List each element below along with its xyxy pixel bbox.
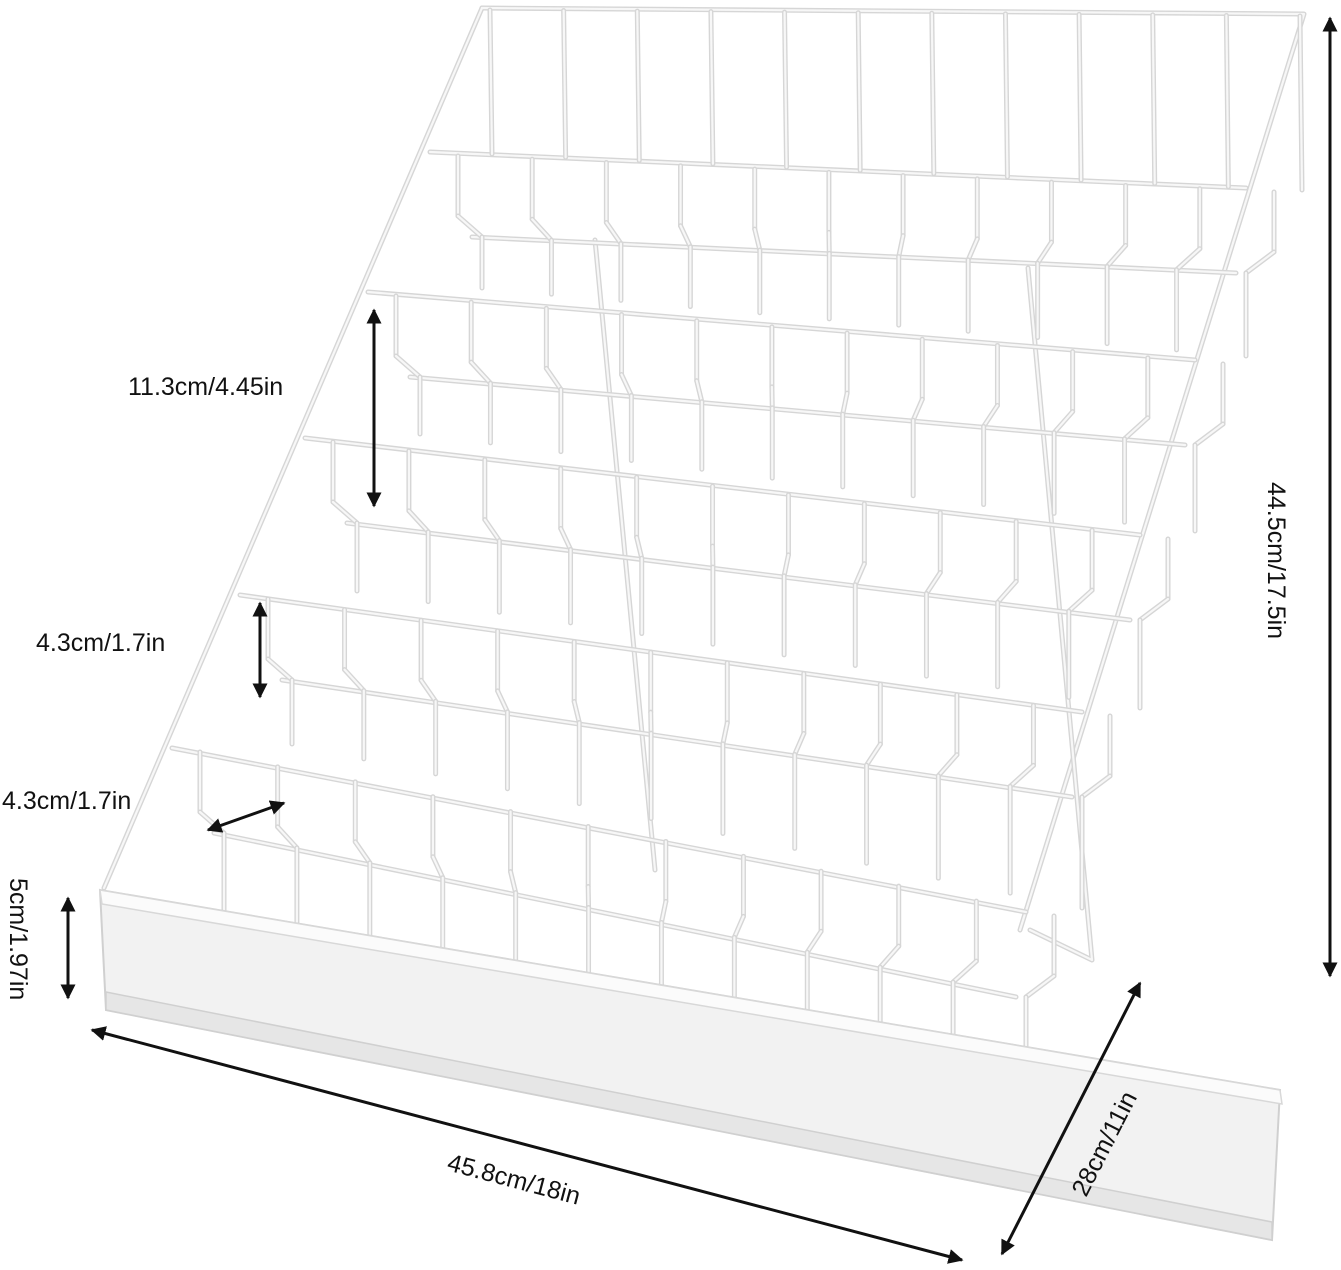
tier-divider-base xyxy=(1052,410,1074,434)
tier-divider-base xyxy=(865,742,882,767)
rack-tiers xyxy=(169,7,1305,1120)
tier-rail xyxy=(366,290,1197,362)
tier-rail xyxy=(303,436,1142,537)
tier-spacing-label: 11.3cm/4.45in xyxy=(128,373,283,401)
tier-rail xyxy=(238,593,1084,714)
tier-rail xyxy=(170,746,1028,914)
lip-height-label: 5cm/1.97in xyxy=(4,878,32,1000)
tier-divider-base xyxy=(331,500,359,525)
tier-divider-base xyxy=(470,361,492,385)
tier-divider-base xyxy=(660,900,667,924)
tier-divider-base xyxy=(1080,774,1112,799)
width-arrow xyxy=(90,1026,964,1264)
tier-divider-base xyxy=(545,367,563,391)
back-frame xyxy=(101,5,1307,933)
tier-divider-base xyxy=(456,214,484,239)
tier-divider-base xyxy=(354,840,371,864)
tier-divider-base xyxy=(854,562,866,586)
tier-divider-base xyxy=(343,668,365,692)
lip-height-dimension: 5cm/1.97in xyxy=(4,878,76,1000)
tier-divider-base xyxy=(431,855,444,879)
top-vertical xyxy=(488,8,494,156)
pocket-depth-arrow xyxy=(206,800,286,833)
top-vertical xyxy=(857,11,862,172)
tier-rail xyxy=(428,150,1248,190)
tier-divider-base xyxy=(1009,764,1035,788)
tier-divider-base xyxy=(407,509,430,533)
tier-spacing-dimension: 11.3cm/4.45in xyxy=(128,308,382,508)
tier-divider-base xyxy=(733,915,745,939)
tier-divider-base xyxy=(620,373,633,397)
tier-front-rail xyxy=(345,521,1132,622)
tier-divider-base xyxy=(879,945,900,969)
top-vertical xyxy=(636,9,641,162)
tier-divider-base xyxy=(1036,241,1053,265)
tier-front-rail xyxy=(280,678,1074,799)
tier-divider-base xyxy=(782,553,790,578)
tier-divider-base xyxy=(793,732,805,756)
top-vertical xyxy=(1004,12,1009,179)
top-vertical xyxy=(562,9,567,159)
tier-divider-base xyxy=(937,753,959,777)
tier-divider-base xyxy=(509,870,517,894)
pocket-height-dimension: 4.3cm/1.7in xyxy=(36,601,268,699)
tier-divider-base xyxy=(1123,416,1149,440)
width-label: 45.8cm/18in xyxy=(444,1149,583,1211)
tier-divider-base xyxy=(1175,247,1201,271)
tier-divider-base xyxy=(1067,589,1094,613)
tier-divider-base xyxy=(967,237,979,262)
tier-divider-base xyxy=(559,527,572,551)
tier-divider-base xyxy=(573,700,581,724)
tier-divider-base xyxy=(1193,422,1225,447)
wire-rack xyxy=(98,5,1307,1242)
tier-divider-base xyxy=(266,657,294,682)
tier-divider-base xyxy=(841,391,849,416)
top-vertical xyxy=(1298,14,1304,192)
tier-divider-base xyxy=(695,379,703,403)
pocket-height-label: 4.3cm/1.7in xyxy=(36,629,165,657)
top-vertical xyxy=(783,11,788,169)
tier-divider-base xyxy=(721,721,729,745)
tier-divider-base xyxy=(1105,244,1127,268)
tier-divider-base xyxy=(753,227,761,252)
tier-divider-base xyxy=(496,689,509,714)
tier-divider-base xyxy=(635,536,643,560)
top-vertical xyxy=(1225,14,1230,188)
tier-divider-base xyxy=(394,354,422,379)
tier-divider-base xyxy=(1024,974,1056,999)
tier-divider-base xyxy=(806,930,823,954)
tier-divider-base xyxy=(605,221,623,245)
tier-divider-base xyxy=(925,571,942,595)
tier-divider-base xyxy=(996,580,1018,604)
top-vertical xyxy=(709,10,715,165)
pocket-depth-label: 4.3cm/1.7in xyxy=(2,787,131,815)
tier-front-rail xyxy=(408,375,1187,447)
tier-divider-base xyxy=(897,234,905,258)
pocket-depth-dimension: 4.3cm/1.7in xyxy=(2,787,286,833)
height-label: 44.5cm/17.5in xyxy=(1262,482,1290,639)
top-vertical xyxy=(930,12,935,175)
tier-divider-base xyxy=(982,404,999,428)
tier-divider-base xyxy=(1138,597,1170,622)
rear-stand xyxy=(592,237,1095,963)
tier-divider-base xyxy=(531,218,553,242)
top-vertical xyxy=(1077,13,1083,182)
tier-divider-base xyxy=(679,224,692,248)
tier-divider-base xyxy=(419,679,437,703)
tier-front-rail xyxy=(470,235,1238,275)
height-dimension: 44.5cm/17.5in xyxy=(1262,16,1338,978)
tier-divider-base xyxy=(912,398,924,422)
tier-divider-base xyxy=(483,518,501,542)
tier-divider-base xyxy=(951,959,978,984)
depth-arrow xyxy=(1000,981,1142,1256)
tier-divider-base xyxy=(1244,250,1276,275)
top-vertical xyxy=(1151,13,1156,185)
